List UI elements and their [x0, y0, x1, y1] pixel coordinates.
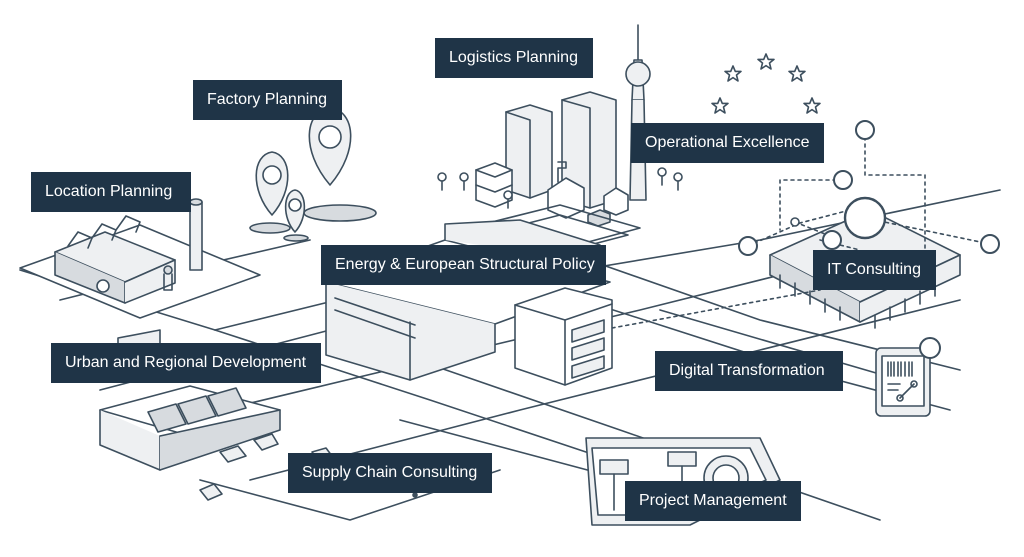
label-digital-transformation[interactable]: Digital Transformation: [655, 351, 843, 391]
label-project-management[interactable]: Project Management: [625, 481, 801, 521]
label-it-consulting[interactable]: IT Consulting: [813, 250, 936, 290]
tv-tower-icon: [625, 24, 651, 201]
label-urban-development[interactable]: Urban and Regional Development: [51, 343, 321, 383]
tablet-barcode-icon: [875, 337, 941, 417]
label-energy-policy[interactable]: Energy & European Structural Policy: [321, 245, 606, 285]
eu-stars-icon: [711, 53, 821, 114]
label-location-planning[interactable]: Location Planning: [31, 172, 191, 212]
label-supply-chain[interactable]: Supply Chain Consulting: [288, 453, 492, 493]
logistics-buildings: [437, 91, 683, 259]
label-factory-planning[interactable]: Factory Planning: [193, 80, 342, 120]
label-operational-excellence[interactable]: Operational Excellence: [631, 123, 824, 163]
map-pin-icon: [249, 107, 377, 242]
label-logistics-planning[interactable]: Logistics Planning: [435, 38, 593, 78]
location-planning-factory: [19, 198, 261, 319]
